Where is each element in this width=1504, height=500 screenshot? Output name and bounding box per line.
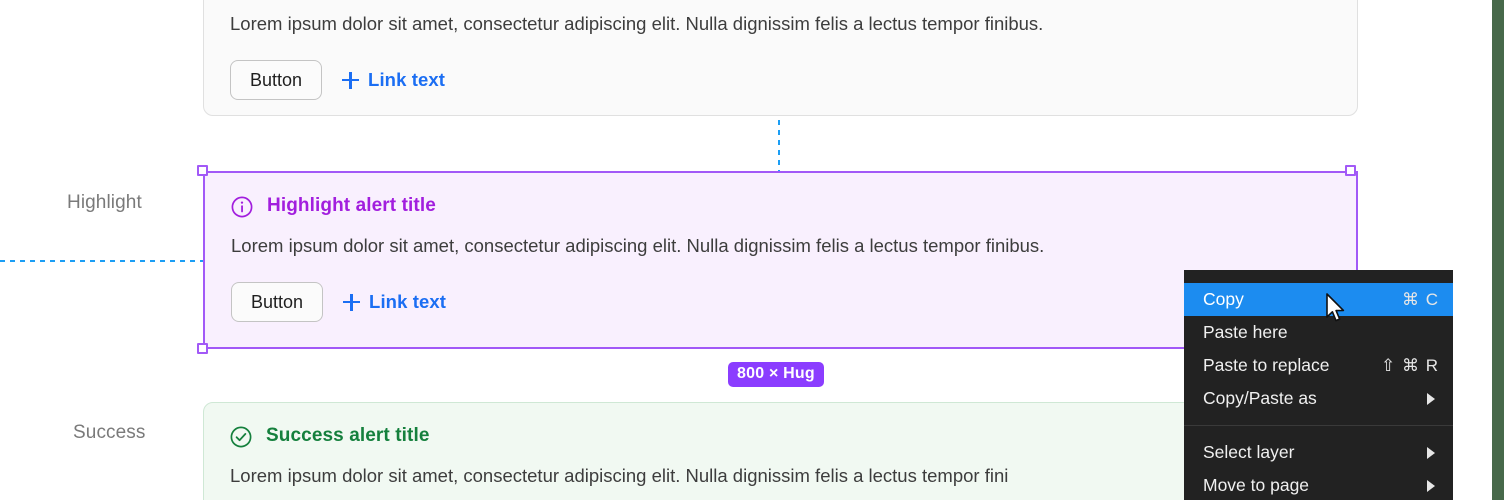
horizontal-guide-line [0,260,203,262]
alert-body-text: Lorem ipsum dolor sit amet, consectetur … [230,13,1044,34]
alert-title: Highlight alert title [267,195,436,216]
alert-link[interactable]: Link text [343,291,446,313]
check-circle-icon [230,426,252,453]
menu-item-label: Copy [1203,289,1244,309]
menu-item-copy[interactable]: Copy ⌘ C [1184,283,1453,316]
selection-size-badge: 800 × Hug [728,362,824,387]
menu-item-shortcut: ⇧ ⌘ R [1381,355,1439,375]
selection-handle-top-right[interactable] [1345,165,1356,176]
alert-content: Success alert title Lorem ipsum dolor si… [204,425,1357,500]
info-circle-icon [231,196,253,223]
alert-link[interactable]: Link text [342,69,445,91]
menu-item-copy-paste-as[interactable]: Copy/Paste as [1184,382,1453,415]
alert-content: Lorem ipsum dolor sit amet, consectetur … [204,0,1357,124]
alert-header: Highlight alert title [231,195,1330,223]
row-label-highlight: Highlight [67,192,142,213]
alert-actions: Button Link text [231,282,1330,322]
right-edge-strip [1492,0,1504,500]
context-menu[interactable]: Copy ⌘ C Paste here Paste to replace ⇧ ⌘… [1184,270,1453,500]
menu-item-label: Copy/Paste as [1203,388,1317,408]
alert-card-neutral[interactable]: Lorem ipsum dolor sit amet, consectetur … [203,0,1358,116]
alert-card-highlight[interactable]: Highlight alert title Lorem ipsum dolor … [203,171,1358,349]
alert-body-text: Lorem ipsum dolor sit amet, consectetur … [231,235,1045,256]
menu-item-label: Paste to replace [1203,355,1330,375]
submenu-arrow-icon [1427,479,1435,492]
menu-item-paste-to-replace[interactable]: Paste to replace ⇧ ⌘ R [1184,349,1453,382]
alert-content: Highlight alert title Lorem ipsum dolor … [205,195,1356,346]
alert-header: Success alert title [230,425,1331,453]
alert-button[interactable]: Button [230,60,323,100]
alert-actions: Button Link text [230,60,1331,100]
menu-item-select-layer[interactable]: Select layer [1184,436,1453,469]
alert-button[interactable]: Button [231,282,324,322]
menu-item-shortcut: ⌘ C [1402,289,1439,309]
selection-handle-top-left[interactable] [197,165,208,176]
alert-card-success[interactable]: Success alert title Lorem ipsum dolor si… [203,402,1358,500]
menu-item-move-to-page[interactable]: Move to page [1184,469,1453,500]
menu-item-paste-here[interactable]: Paste here [1184,316,1453,349]
menu-item-label: Select layer [1203,442,1295,462]
row-label-success: Success [73,422,146,443]
alert-body-text: Lorem ipsum dolor sit amet, consectetur … [230,465,1009,486]
submenu-arrow-icon [1427,446,1435,459]
alert-link-label: Link text [369,291,447,312]
alert-title: Success alert title [266,425,430,446]
submenu-arrow-icon [1427,392,1435,405]
menu-separator [1184,425,1453,426]
plus-icon [343,293,361,311]
plus-icon [342,71,360,89]
menu-item-label: Paste here [1203,322,1288,342]
alert-link-label: Link text [368,69,446,90]
menu-item-label: Move to page [1203,475,1310,495]
selection-handle-bottom-left[interactable] [197,343,208,354]
